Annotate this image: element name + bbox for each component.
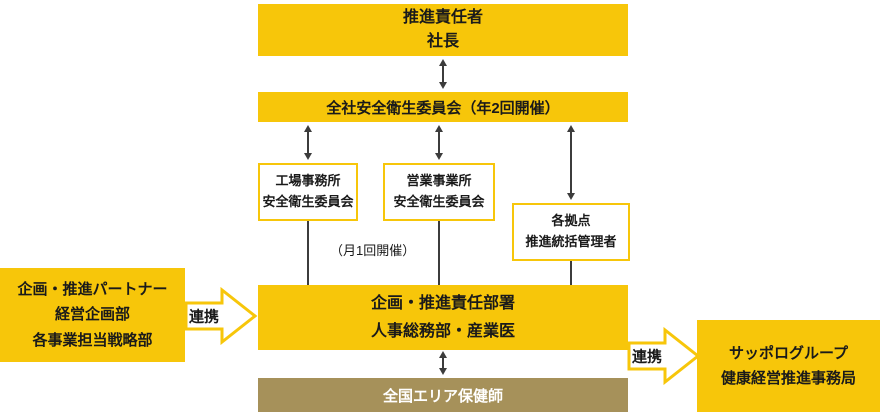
node-factory-committee-line1: 工場事務所 bbox=[275, 173, 341, 189]
arrow-dept-nurses bbox=[439, 351, 447, 375]
arrow-committee-factory bbox=[304, 125, 312, 160]
node-planning-dept-line2: 人事総務部・産業医 bbox=[370, 322, 515, 340]
arrow-committee-sales bbox=[435, 125, 443, 160]
node-planning-partner-line3: 各事業担当戦略部 bbox=[32, 331, 153, 349]
node-factory-committee-line2: 安全衛生委員会 bbox=[262, 194, 354, 209]
node-president-line2: 社長 bbox=[426, 33, 459, 50]
node-site-managers-line1: 各拠点 bbox=[551, 213, 591, 229]
arrow-president-committee bbox=[439, 59, 447, 89]
node-president: 推進責任者 社長 bbox=[258, 4, 628, 56]
node-group-office-line2: 健康経営推進事務局 bbox=[720, 370, 856, 387]
block-arrow-icon bbox=[627, 327, 701, 385]
cooperation-label-right: 連携 bbox=[632, 348, 663, 366]
block-arrow-icon bbox=[184, 287, 258, 345]
arrow-committee-sites bbox=[567, 125, 575, 200]
node-factory-committee: 工場事務所 安全衛生委員会 bbox=[258, 163, 358, 221]
node-sales-committee: 営業事業所 安全衛生委員会 bbox=[383, 163, 495, 221]
node-group-office: サッポログループ 健康経営推進事務局 bbox=[697, 320, 880, 412]
node-planning-partner: 企画・推進パートナー 経営企画部 各事業担当戦略部 bbox=[0, 268, 185, 362]
cooperation-arrow-left: 連携 bbox=[184, 287, 258, 345]
node-area-nurses: 全国エリア保健師 bbox=[258, 378, 628, 412]
node-safety-committee: 全社安全衛生委員会（年2回開催） bbox=[258, 92, 628, 122]
monthly-meeting-note: （月1回開催） bbox=[330, 243, 416, 258]
node-president-line1: 推進責任者 bbox=[402, 9, 483, 26]
node-site-managers: 各拠点 推進統括管理者 bbox=[512, 203, 630, 261]
cooperation-arrow-right: 連携 bbox=[627, 327, 701, 385]
node-planning-dept-line1: 企画・推進責任部署 bbox=[370, 295, 515, 313]
node-sales-committee-line1: 営業事業所 bbox=[406, 173, 472, 189]
node-safety-committee-label: 全社安全衛生委員会（年2回開催） bbox=[326, 99, 560, 117]
node-area-nurses-label: 全国エリア保健師 bbox=[382, 387, 503, 405]
node-site-managers-line2: 推進統括管理者 bbox=[525, 234, 617, 249]
node-planning-partner-line2: 経営企画部 bbox=[54, 306, 130, 324]
node-group-office-line1: サッポログループ bbox=[728, 344, 849, 362]
node-planning-partner-line1: 企画・推進パートナー bbox=[17, 280, 168, 298]
cooperation-label-left: 連携 bbox=[189, 308, 220, 326]
node-planning-dept: 企画・推進責任部署 人事総務部・産業医 bbox=[258, 285, 628, 350]
node-sales-committee-line2: 安全衛生委員会 bbox=[393, 194, 485, 209]
